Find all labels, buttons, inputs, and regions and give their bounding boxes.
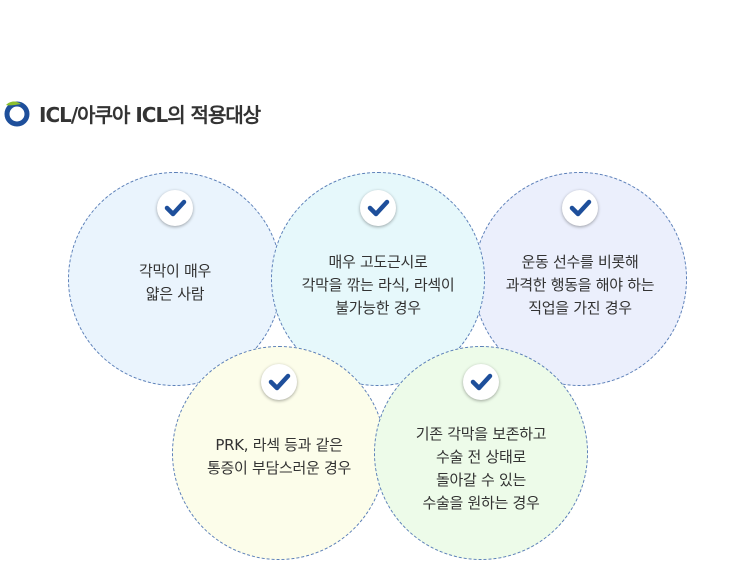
circle-line: 직업을 가진 경우 (528, 299, 632, 317)
page-title: ICL/아쿠아 ICL의 적용대상 (39, 102, 261, 127)
target-circle-high-myopia: 매우 고도근시로 각막을 깎는 라식, 라섹이 불가능한 경우 (271, 172, 485, 386)
target-circle-thin-cornea: 각막이 매우 얇은 사람 (68, 172, 282, 386)
check-icon (562, 190, 598, 226)
circle-line: 매우 고도근시로 (328, 253, 428, 271)
circle-line: 운동 선수를 비롯해 (521, 253, 639, 271)
circle-line: 각막이 매우 (139, 262, 211, 280)
section-title: ICL/아쿠아 ICL의 적용대상 (3, 98, 261, 128)
circle-line: 통증이 부담스러운 경우 (207, 459, 351, 477)
circle-line: 수술을 원하는 경우 (422, 494, 540, 512)
target-circle-pain-burden: PRK, 라섹 등과 같은 통증이 부담스러운 경우 (172, 346, 386, 560)
circle-text: 매우 고도근시로 각막을 깎는 라식, 라섹이 불가능한 경우 (272, 251, 484, 320)
circle-line: 기존 각막을 보존하고 (415, 425, 547, 443)
circle-text: 각막이 매우 얇은 사람 (69, 260, 281, 306)
check-icon (360, 190, 396, 226)
circle-line: PRK, 라섹 등과 같은 (215, 436, 343, 454)
circle-line: 돌아갈 수 있는 (436, 471, 526, 489)
circle-line: 얇은 사람 (145, 285, 205, 303)
circle-text: 기존 각막을 보존하고 수술 전 상태로 돌아갈 수 있는 수술을 원하는 경우 (375, 423, 587, 515)
circle-line: 각막을 깎는 라식, 라섹이 (301, 276, 455, 294)
ring-leaf-icon (3, 99, 31, 127)
circle-line: 수술 전 상태로 (436, 448, 526, 466)
check-icon (463, 364, 499, 400)
circle-text: PRK, 라섹 등과 같은 통증이 부담스러운 경우 (173, 434, 385, 480)
circle-line: 과격한 행동을 해야 하는 (505, 276, 655, 294)
target-circle-reversible: 기존 각막을 보존하고 수술 전 상태로 돌아갈 수 있는 수술을 원하는 경우 (374, 346, 588, 560)
circle-line: 불가능한 경우 (335, 299, 421, 317)
circle-text: 운동 선수를 비롯해 과격한 행동을 해야 하는 직업을 가진 경우 (474, 251, 686, 320)
check-icon (157, 190, 193, 226)
check-icon (261, 364, 297, 400)
